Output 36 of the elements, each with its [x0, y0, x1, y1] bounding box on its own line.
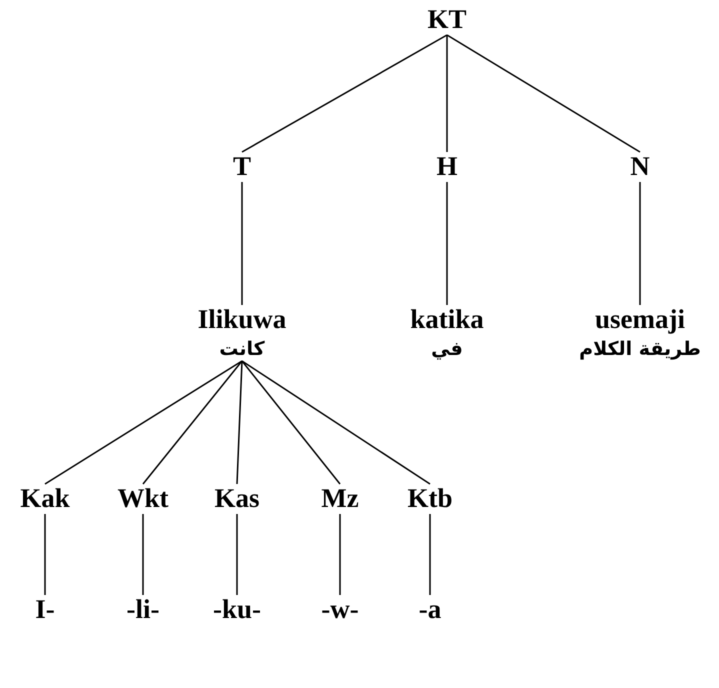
tree-node-label: Ilikuwa — [198, 303, 286, 336]
tree-node-label: Ktb — [408, 482, 452, 515]
tree-node-label: T — [233, 150, 251, 183]
tree-node-label: كانت — [218, 337, 266, 362]
tree-branch — [242, 34, 448, 153]
tree-node-label: طريقة الكلام — [579, 337, 701, 362]
tree-branch — [44, 514, 46, 595]
tree-node-label: في — [430, 337, 464, 362]
tree-node-label: Wkt — [118, 482, 168, 515]
tree-branch — [142, 360, 243, 484]
tree-branch — [241, 360, 341, 484]
tree-branch — [339, 514, 341, 595]
tree-node-label: katika — [410, 303, 484, 336]
tree-branch — [446, 35, 448, 152]
tree-node-label: -a — [418, 593, 442, 626]
tree-branch — [429, 514, 431, 595]
tree-branch — [639, 182, 641, 305]
tree-branch — [242, 360, 430, 485]
tree-branch — [236, 514, 238, 595]
tree-node-label: Kak — [20, 482, 70, 515]
tree-node-label: Mz — [321, 482, 359, 515]
tree-branch — [142, 514, 144, 595]
tree-branch — [236, 360, 243, 484]
tree-branch — [44, 360, 242, 485]
tree-branch — [241, 182, 243, 305]
tree-node-label: H — [436, 150, 458, 183]
tree-branch — [446, 34, 640, 153]
tree-node-label: N — [630, 150, 650, 183]
tree-node-label: KT — [428, 3, 466, 36]
tree-node-label: Kas — [214, 482, 260, 515]
tree-node-label: -li- — [126, 593, 160, 626]
tree-node-label: -ku- — [213, 593, 261, 626]
tree-branch — [446, 182, 448, 305]
tree-node-label: -w- — [321, 593, 359, 626]
tree-node-label: usemaji — [594, 303, 686, 336]
tree-node-label: I- — [35, 593, 55, 626]
